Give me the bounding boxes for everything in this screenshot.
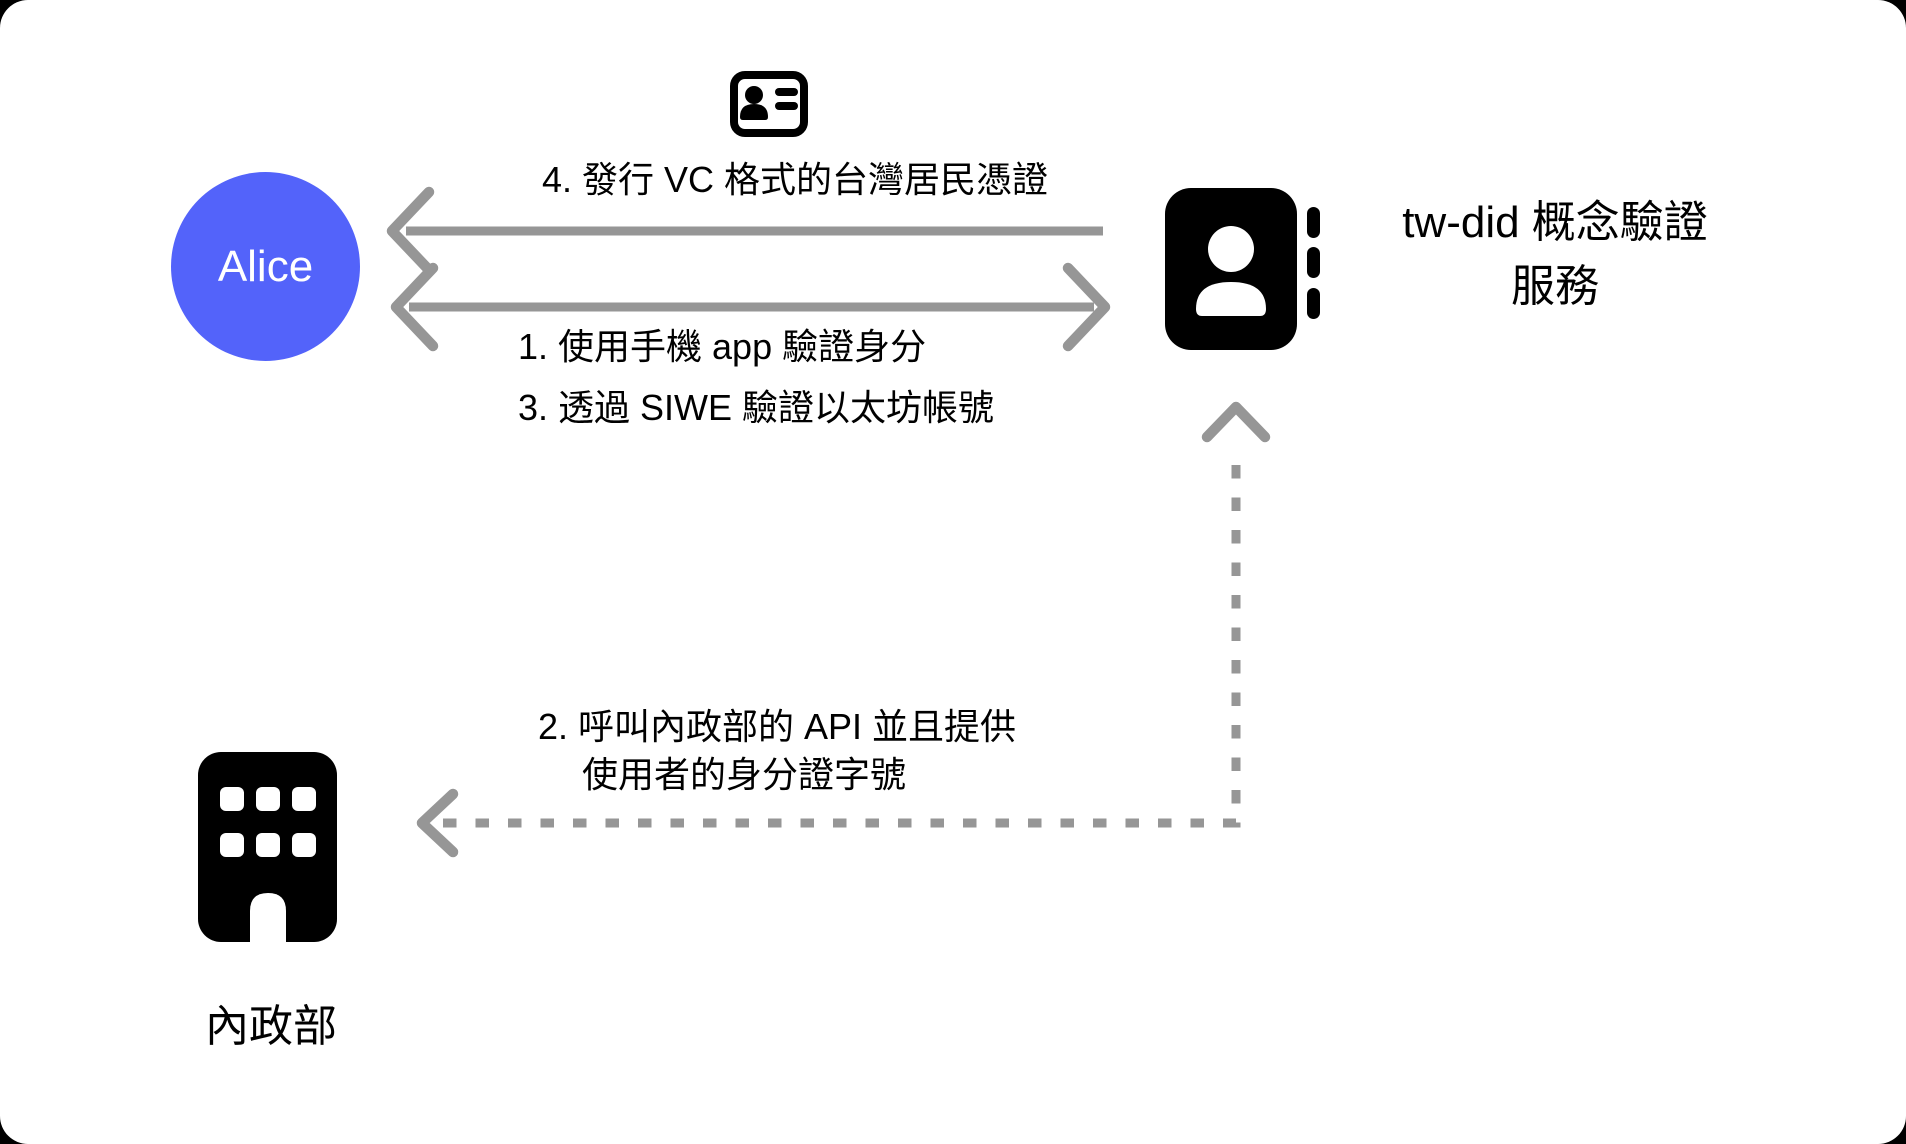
arrow-step1-step3 xyxy=(390,262,1111,352)
step1-message-label: 1. 使用手機 app 驗證身分 xyxy=(518,326,927,367)
step2-message-label-line1: 2. 呼叫內政部的 API 並且提供 xyxy=(538,706,1017,747)
service-label-line2: 服務 xyxy=(1511,262,1599,311)
arrow-step2 xyxy=(416,401,1271,858)
contact-book-icon xyxy=(1165,188,1320,350)
step2-message-label-line2: 使用者的身分證字號 xyxy=(582,754,907,795)
service-label-line1: tw-did 概念驗證 xyxy=(1402,198,1708,247)
alice-label: Alice xyxy=(217,241,314,291)
actor-alice: Alice xyxy=(171,172,360,361)
step3-message-label: 3. 透過 SIWE 驗證以太坊帳號 xyxy=(518,387,995,428)
building-icon xyxy=(198,752,337,942)
ministry-label: 內政部 xyxy=(205,1002,337,1051)
arrow-step4 xyxy=(386,186,1103,276)
id-card-icon xyxy=(730,71,808,137)
step4-message-label: 4. 發行 VC 格式的台灣居民憑證 xyxy=(541,159,1049,200)
